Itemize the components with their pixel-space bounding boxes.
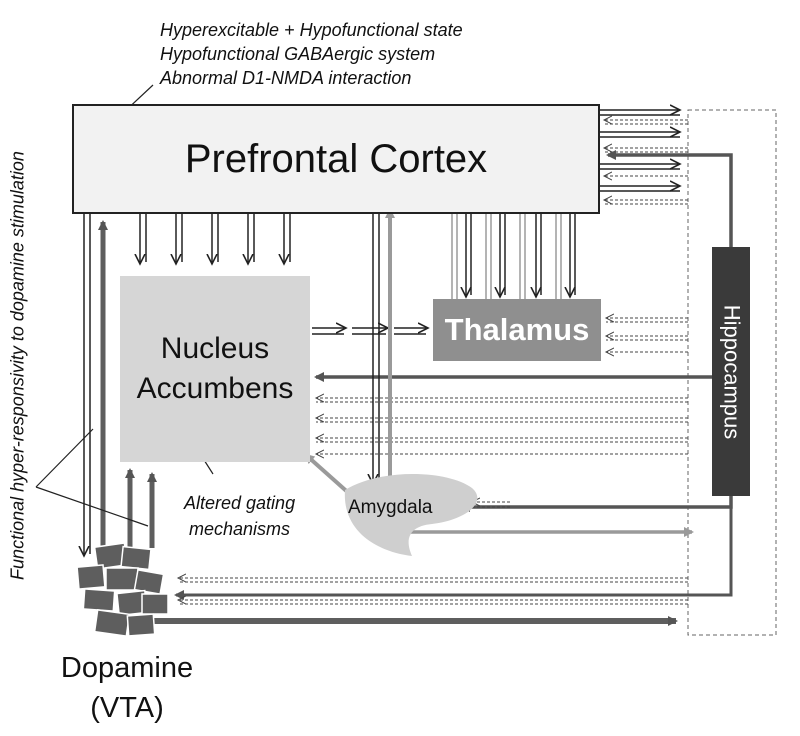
gating-note-line1: Altered gating [184,493,296,513]
nac-to-thalamus-arrows [312,328,428,335]
pfc-thalamus-arrows [447,204,576,299]
dashed-inputs-nac [316,398,688,454]
hippocampus-to-vta-arrow [174,496,733,600]
nucleus-accumbens-box: Nucleus Accumbens [120,276,310,462]
hippocampus-label: Hippocampus [719,304,745,439]
hippocampus-to-pfc-arrow [606,150,733,247]
pfc-state-note-2: Hypofunctional GABAergic system [160,44,436,64]
amygdala-to-nac-arrow [304,453,354,498]
amygdala-shape [344,474,478,556]
nucleus-accumbens-label-line1: Nucleus [160,332,270,365]
hippocampus-box: Hippocampus [712,247,750,496]
thalamus-box: Thalamus [433,299,601,361]
prefrontal-cortex-label: Prefrontal Cortex [184,136,488,181]
dopamine-label: Dopamine (VTA) [52,648,202,728]
pfc-state-note-1: Hyperexcitable + Hypofunctional state [160,20,463,40]
dopamine-label-line1: Dopamine [60,652,194,684]
dashed-inputs-vta [178,578,688,605]
pfc-to-nac-arrows [140,214,291,264]
hippocampal-projection-frame [687,109,777,636]
nucleus-accumbens-label-line2: Accumbens [136,372,294,405]
gating-note: Altered gating mechanisms [184,490,295,542]
dashed-inputs-pfc [604,120,688,205]
thalamus-label: Thalamus [444,312,590,347]
pfc-state-note-3: Abnormal D1-NMDA interaction [160,68,412,88]
dopamine-label-line2: (VTA) [90,692,164,724]
prefrontal-cortex-box: Prefrontal Cortex [72,104,600,214]
dopamine-cluster [76,542,169,637]
gating-note-line2: mechanisms [189,519,291,539]
pfc-output-arrows [600,110,680,192]
dashed-input-amygdala [472,502,510,508]
side-annotation: Functional hyper-responsivity to dopamin… [7,151,28,580]
pfc-state-notes: Hyperexcitable + Hypofunctional state Hy… [160,18,463,90]
dashed-inputs-thalamus [606,318,688,352]
amygdala-label: Amygdala [348,497,433,518]
